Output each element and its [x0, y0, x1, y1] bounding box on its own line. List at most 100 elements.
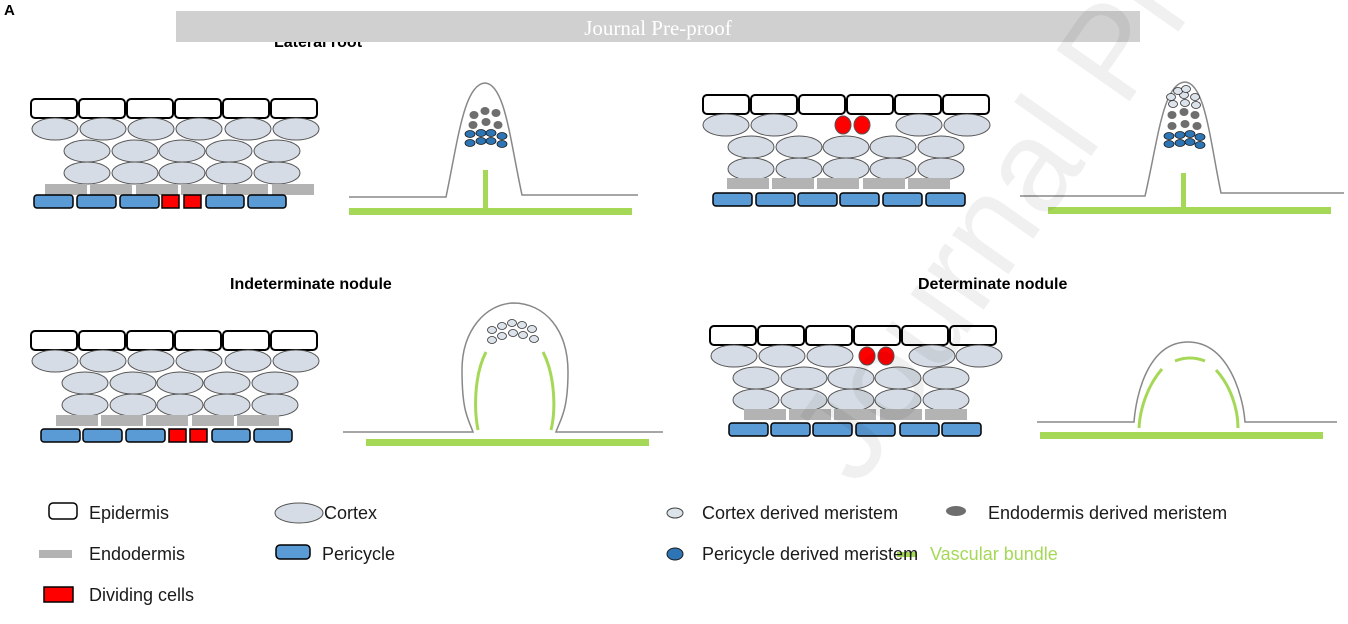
cortex-cell — [955, 344, 1003, 368]
tissue-section-primordium-top-right — [702, 94, 991, 207]
endodermis-meristem-cell — [1167, 122, 1177, 130]
lateral-root-organ — [349, 82, 638, 215]
legend-shapes — [39, 502, 966, 603]
epidermis-cell — [270, 98, 318, 119]
cortex-cell — [203, 393, 251, 417]
vascular-arc-right — [541, 351, 556, 431]
cortex-cell — [895, 113, 943, 137]
top-right-organ-outline — [1020, 81, 1344, 197]
vascular-bundle-main — [1048, 207, 1331, 214]
legend-dividing-swatch — [43, 586, 74, 603]
cortex-cell — [61, 393, 109, 417]
legend-label-pericycle: Pericycle — [322, 544, 396, 564]
pericycle-cell — [839, 192, 880, 207]
endodermis-cell — [237, 415, 279, 426]
cortex-meristem-cell — [527, 325, 537, 333]
endodermis-cell — [272, 184, 314, 195]
endodermis-cell — [192, 415, 234, 426]
cortex-cell — [727, 157, 775, 181]
endodermis-cell — [863, 178, 905, 189]
pericycle-cell — [941, 422, 982, 437]
dividing-cell — [189, 428, 208, 443]
epidermis-cell — [30, 330, 78, 351]
indeterminate-nodule-organ — [343, 302, 663, 446]
dividing-cell — [853, 115, 871, 135]
endodermis-cell — [727, 178, 769, 189]
legend-endodermis-meristem-swatch — [946, 506, 966, 516]
epidermis-cell — [709, 325, 757, 346]
determinate-nodule-organ — [1037, 341, 1337, 439]
pericycle-meristem-cell — [464, 130, 476, 138]
cortex-cell — [827, 388, 875, 412]
cortex-meristem-cell — [1168, 100, 1178, 108]
pericycle-cell — [40, 428, 81, 443]
top-right-meristem-cells — [1163, 85, 1206, 149]
epidermis-cell — [894, 94, 942, 115]
cortex-cell — [780, 366, 828, 390]
lateral-root-meristem-cells — [464, 107, 508, 148]
endodermis-cell — [789, 409, 831, 420]
cortex-cell — [31, 117, 79, 141]
pericycle-cell — [899, 422, 940, 437]
legend-vascular-swatch — [897, 552, 917, 557]
cortex-cell — [111, 161, 159, 185]
cortex-cell — [869, 157, 917, 181]
cortex-cell — [917, 157, 965, 181]
pericycle-meristem-cell — [1163, 140, 1175, 148]
endodermis-meristem-cell — [469, 111, 479, 119]
pericycle-cell — [728, 422, 769, 437]
dividing-cell — [834, 115, 852, 135]
determinate-lateral-organ — [1020, 81, 1344, 214]
indeterminate-meristem-cells — [487, 319, 539, 344]
dividing-cell — [877, 346, 895, 366]
pericycle-cell — [76, 194, 117, 209]
pericycle-meristem-cell — [1163, 132, 1175, 140]
cortex-meristem-cell — [487, 326, 497, 334]
pericycle-cell — [119, 194, 160, 209]
legend-label-endodermis-meristem: Endodermis derived meristem — [988, 503, 1228, 523]
cortex-cell — [874, 388, 922, 412]
legend-label-pericycle-meristem: Pericycle derived meristem — [702, 544, 919, 564]
pericycle-meristem-cell — [464, 139, 476, 147]
vascular-bundle-main — [1040, 432, 1323, 439]
pericycle-meristem-cell — [475, 129, 487, 137]
cortex-cell — [822, 135, 870, 159]
legend-label-epidermis: Epidermis — [89, 503, 170, 523]
cortex-cell — [869, 135, 917, 159]
endodermis-cell — [90, 184, 132, 195]
legend-label-cortex: Cortex — [324, 503, 378, 523]
pericycle-meristem-cell — [1184, 130, 1196, 138]
pericycle-cell — [253, 428, 293, 443]
endodermis-meristem-cell — [480, 107, 490, 115]
cortex-cell — [205, 139, 253, 163]
cortex-cell — [272, 117, 320, 141]
pericycle-meristem-cell — [485, 129, 497, 137]
cortex-cell — [31, 349, 79, 373]
cortex-meristem-cell — [497, 332, 507, 340]
cortex-cell — [922, 388, 970, 412]
pericycle-cell — [82, 428, 123, 443]
cortex-cell — [732, 388, 780, 412]
cortex-cell — [727, 135, 775, 159]
epidermis-cell — [174, 330, 222, 351]
cortex-meristem-cell — [487, 336, 497, 344]
indeterminate-nodule-outline — [343, 302, 663, 433]
endodermis-meristem-cell — [1167, 111, 1177, 119]
cortex-cell — [109, 393, 157, 417]
cortex-cell — [224, 117, 272, 141]
pericycle-meristem-cell — [485, 137, 497, 145]
cortex-cell — [758, 344, 806, 368]
epidermis-cell — [174, 98, 222, 119]
cortex-cell — [158, 161, 206, 185]
epidermis-cell — [270, 330, 318, 351]
cortex-cell — [272, 349, 320, 373]
dividing-cell — [161, 194, 180, 209]
endodermis-cell — [45, 184, 87, 195]
cortex-cell — [127, 117, 175, 141]
cortex-cell — [79, 349, 127, 373]
endodermis-meristem-cell — [1180, 120, 1190, 128]
pericycle-cell — [712, 192, 753, 207]
vascular-arc-left — [474, 351, 488, 431]
dividing-cell — [183, 194, 202, 209]
cortex-cell — [822, 157, 870, 181]
